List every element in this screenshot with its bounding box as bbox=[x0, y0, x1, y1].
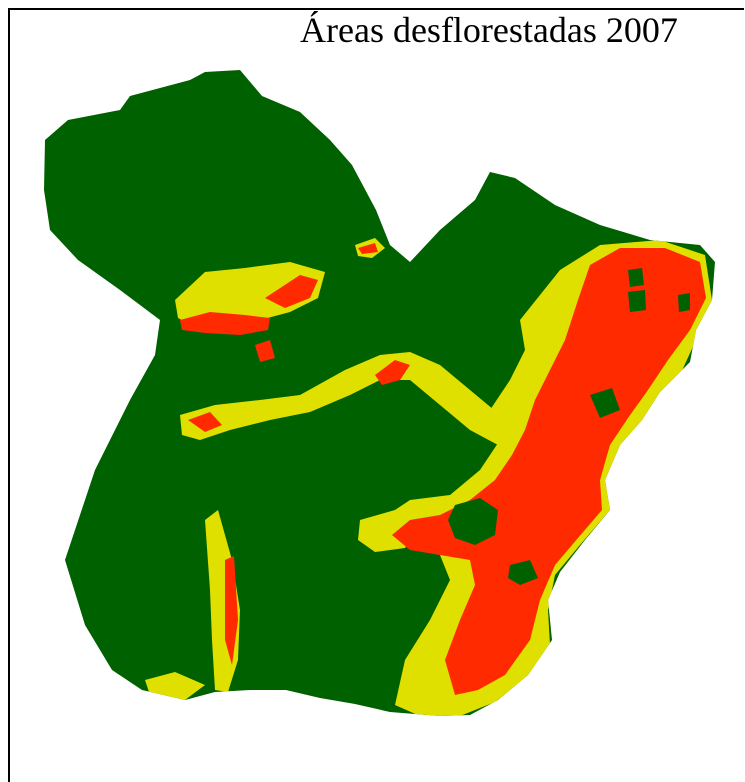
high-zone-road-west bbox=[188, 412, 222, 432]
high-zone-north-spot bbox=[358, 243, 378, 254]
medium-zone-south-west bbox=[145, 672, 205, 700]
forest-island-mid bbox=[590, 388, 620, 418]
forest-islands bbox=[448, 268, 690, 585]
forest-island-east-1 bbox=[628, 268, 644, 287]
forest-island-east-2 bbox=[628, 290, 646, 312]
high-zone-north-river bbox=[180, 312, 270, 335]
map-title: Áreas desflorestadas 2007 bbox=[300, 10, 678, 50]
deforestation-high-zones bbox=[180, 243, 706, 695]
forest-island-central bbox=[448, 498, 498, 545]
high-zone-central-road bbox=[375, 360, 410, 385]
high-zone-east-core bbox=[392, 248, 706, 695]
high-zone-corridor bbox=[225, 556, 238, 665]
medium-zone-central-road bbox=[180, 352, 510, 445]
forest-island-east-3 bbox=[678, 293, 690, 312]
high-zone-central-east bbox=[255, 340, 275, 362]
high-zone-north-river-east bbox=[265, 275, 318, 308]
forest-island-south bbox=[508, 560, 538, 585]
